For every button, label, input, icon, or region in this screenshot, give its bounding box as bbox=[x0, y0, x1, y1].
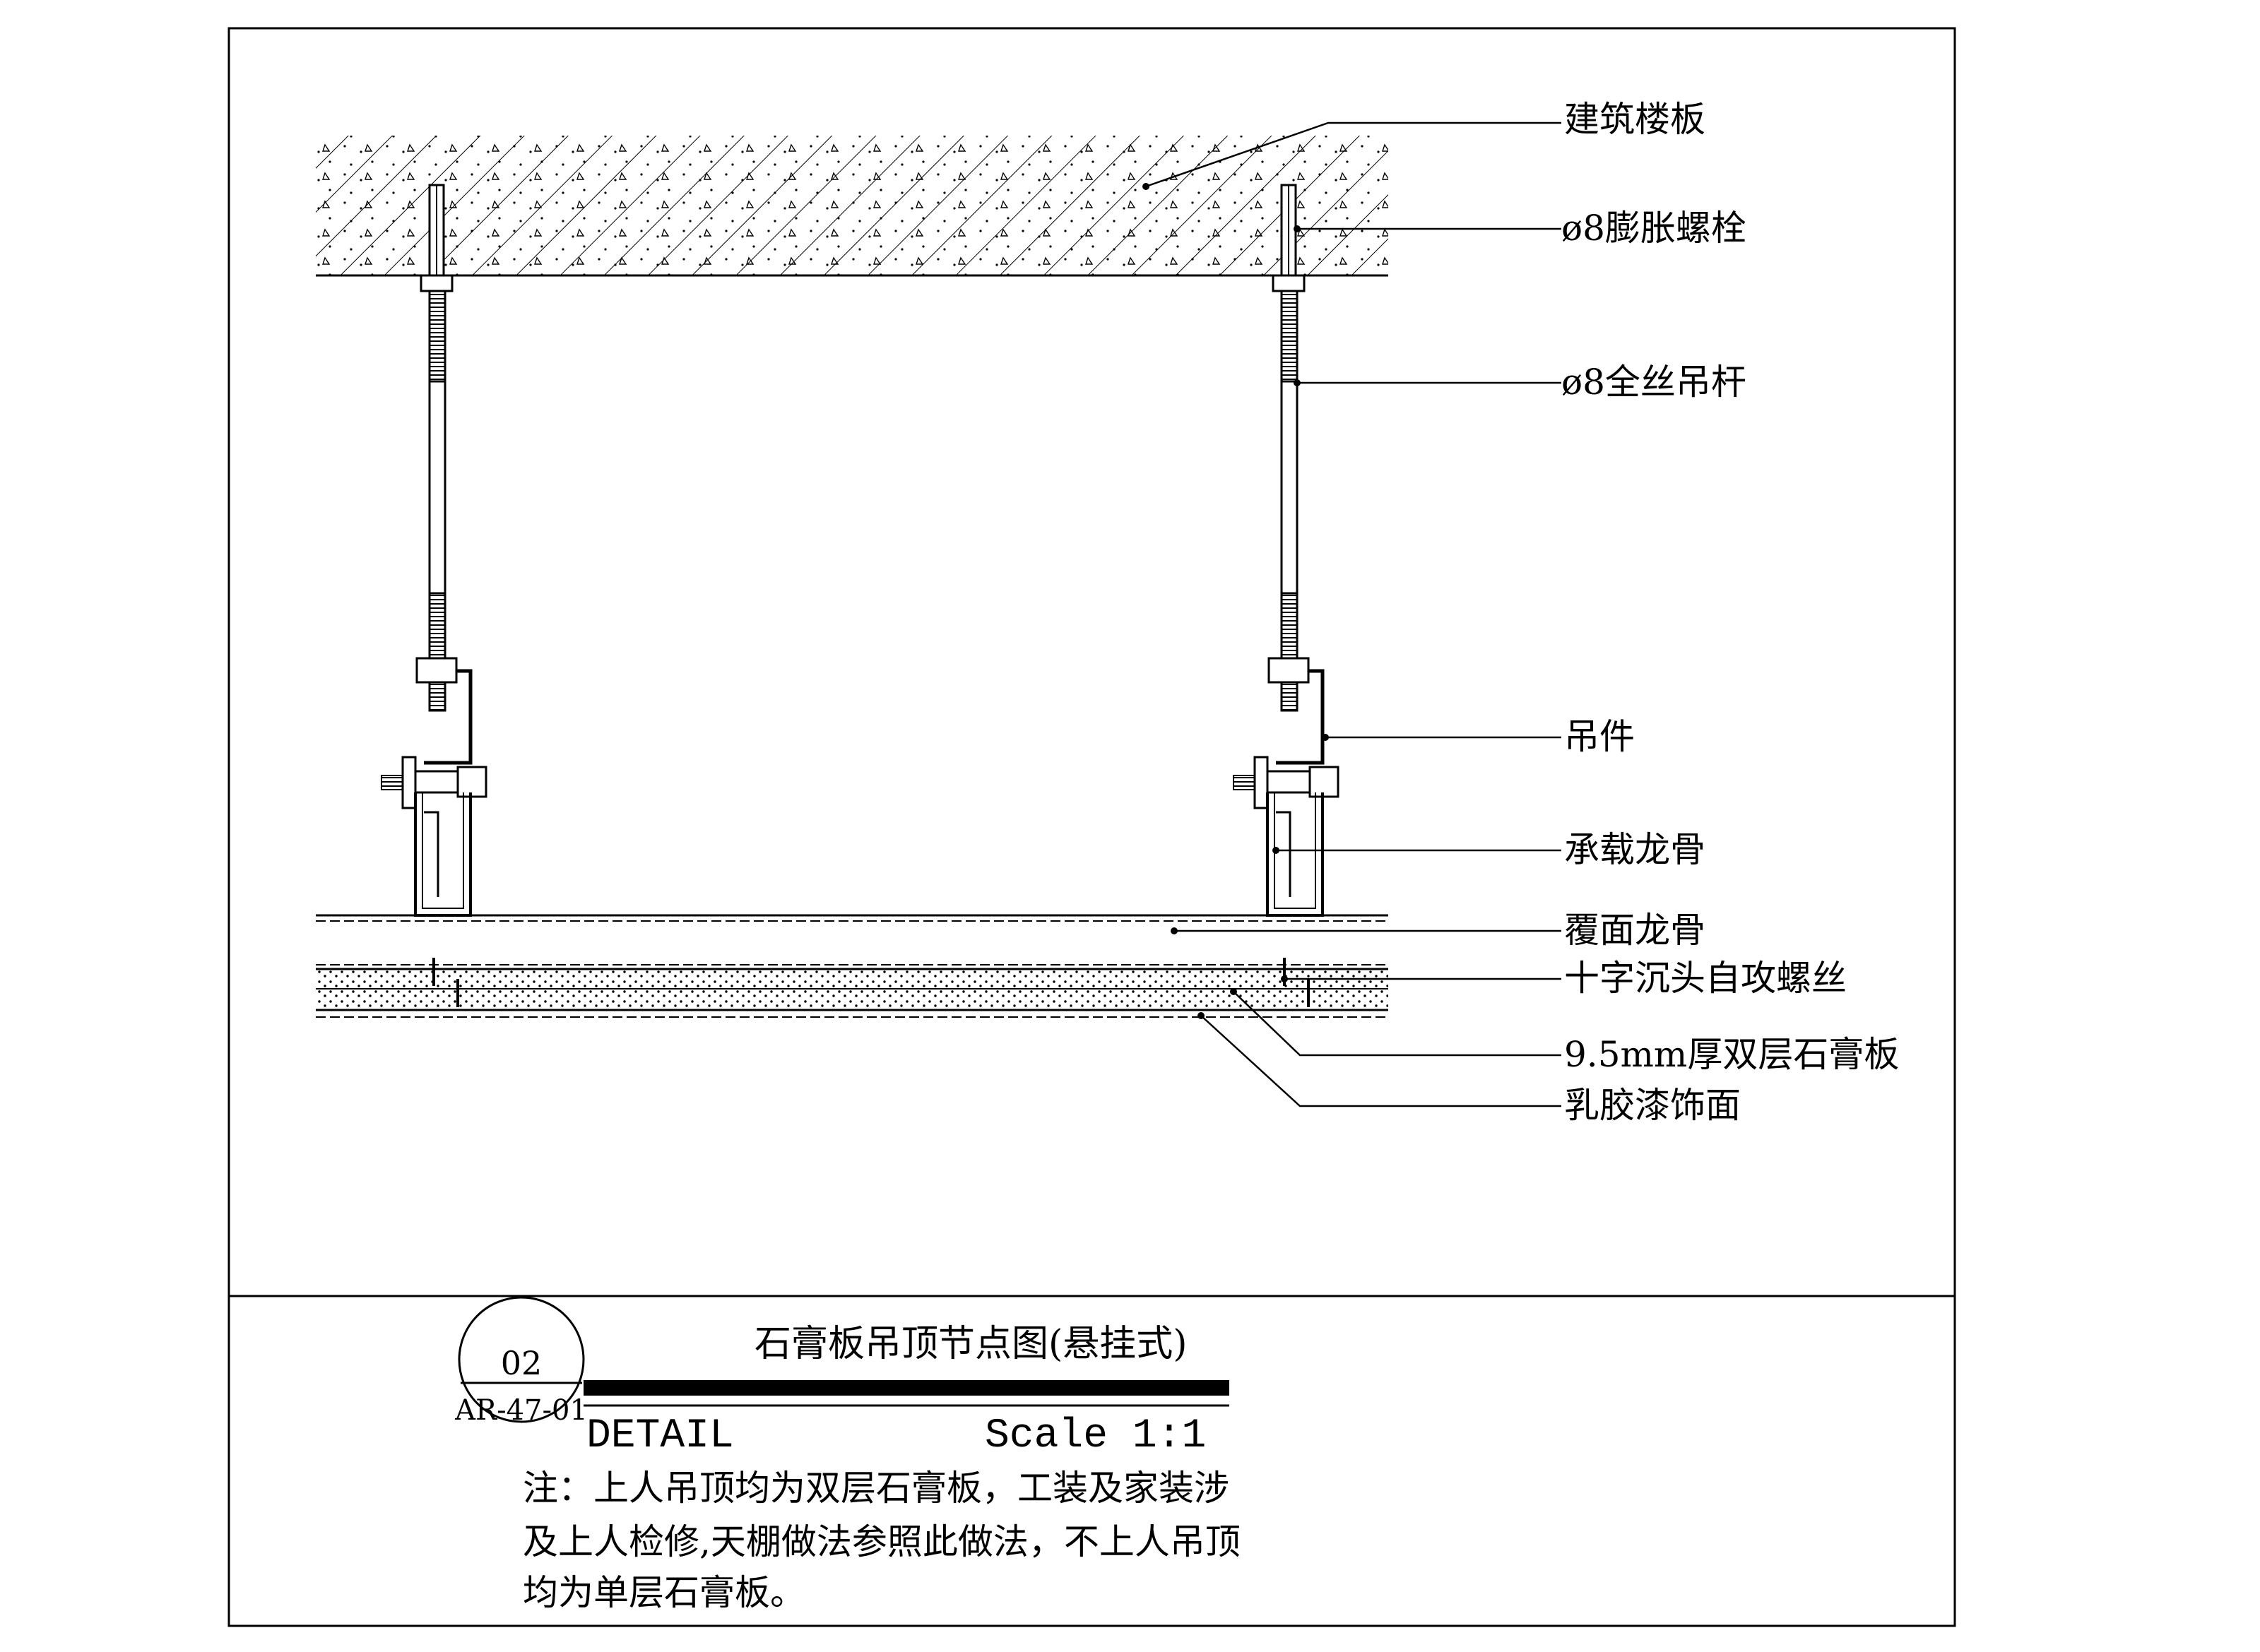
label-hanger: 吊件 bbox=[1564, 716, 1635, 757]
detail-bubble bbox=[458, 1296, 585, 1423]
drawing-border bbox=[227, 27, 1956, 1627]
label-cover-keel: 覆面龙骨 bbox=[1564, 910, 1705, 951]
gypsum-board-layers bbox=[316, 964, 1388, 1018]
note-line-3: 均为单层石膏板。 bbox=[523, 1572, 805, 1613]
note-line-2: 及上人检修,天棚做法参照此做法，不上人吊顶 bbox=[523, 1521, 1241, 1562]
left-hanger-assembly bbox=[381, 184, 487, 917]
label-threaded-rod: ø8全丝吊杆 bbox=[1561, 362, 1746, 403]
label-expansion-bolt: ø8膨胀螺栓 bbox=[1561, 208, 1746, 249]
cover-keel bbox=[316, 914, 1388, 922]
label-screw: 十字沉头自攻螺丝 bbox=[1564, 958, 1847, 999]
right-hanger-assembly bbox=[1233, 184, 1339, 917]
scale-label: Scale 1:1 bbox=[985, 1413, 1206, 1459]
note-line-1: 注：上人吊顶均为双层石膏板，工装及家装涉 bbox=[523, 1468, 1229, 1509]
note: 注：上人吊顶均为双层石膏板，工装及家装涉 及上人检修,天棚做法参照此做法，不上人… bbox=[523, 1468, 1241, 1613]
label-gypsum-board: 9.5mm厚双层石膏板 bbox=[1564, 1034, 1899, 1075]
title-block: 02 AR-47-01 石膏板吊顶节点图(悬挂式) DETAIL Scale 1… bbox=[454, 1296, 1229, 1459]
drawing-title: 石膏板吊顶节点图(悬挂式) bbox=[755, 1323, 1188, 1365]
detail-number: 02 bbox=[501, 1344, 543, 1382]
detail-word: DETAIL bbox=[586, 1413, 734, 1459]
sheet-ref: AR-47-01 bbox=[454, 1394, 588, 1427]
label-main-keel: 承载龙骨 bbox=[1564, 829, 1705, 870]
label-latex-paint: 乳胶漆饰面 bbox=[1564, 1085, 1741, 1126]
leader-lines bbox=[1145, 121, 1561, 1107]
concrete-slab bbox=[316, 136, 1388, 277]
leader-dots bbox=[1142, 183, 1329, 1019]
label-floor-slab: 建筑楼板 bbox=[1564, 99, 1705, 140]
